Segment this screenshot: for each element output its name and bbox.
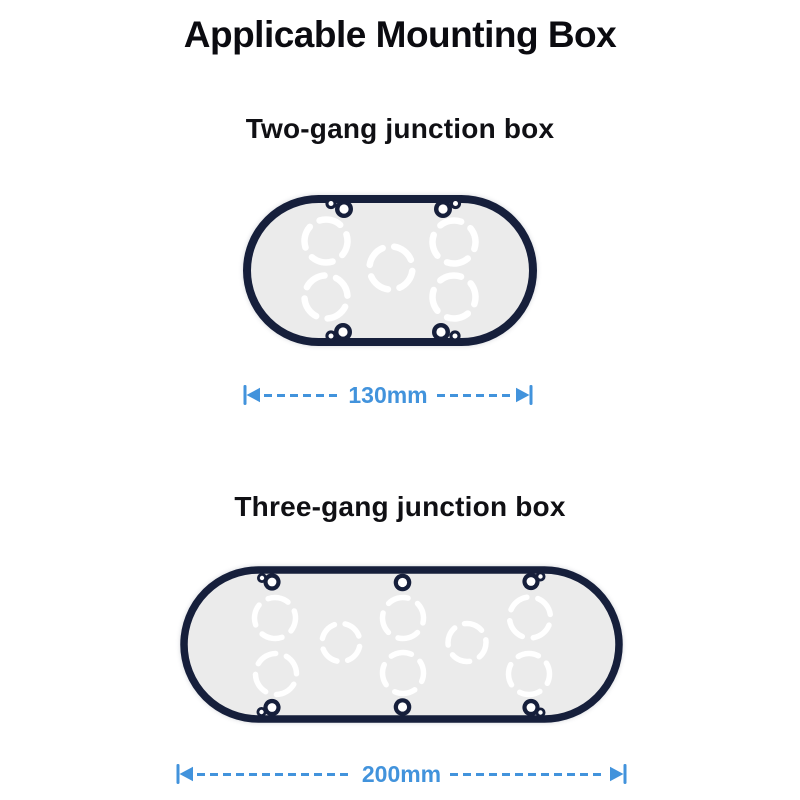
two-gang-dimension-line: 130mm — [243, 382, 533, 408]
junction-box-outline — [180, 566, 623, 723]
dimension-label: 200mm — [361, 760, 442, 787]
dimension-dashes — [450, 772, 606, 776]
dimension-arrow-left-icon — [243, 385, 260, 405]
dimension-arrow-left-icon — [176, 764, 193, 784]
two-gang-heading: Two-gang junction box — [245, 113, 555, 144]
three-gang-dimension-line: 200mm — [176, 761, 627, 787]
screw-hole-icon — [432, 323, 461, 342]
dimension-label: 130mm — [348, 381, 428, 408]
screw-hole-icon — [434, 197, 462, 218]
screw-holes — [256, 571, 546, 718]
dimension-dashes — [197, 772, 353, 776]
page-title: Applicable Mounting Box — [183, 14, 617, 55]
three-gang-box-diagram — [180, 566, 623, 723]
screw-holes — [325, 197, 462, 342]
screw-hole-icon — [257, 573, 281, 591]
screw-hole-icon — [522, 571, 546, 591]
dimension-dashes — [436, 393, 512, 397]
dimension-arrow-right-icon — [516, 385, 533, 405]
dimension-arrow-right-icon — [610, 764, 627, 784]
screw-hole-icon — [325, 197, 353, 218]
three-gang-heading: Three-gang junction box — [234, 491, 566, 522]
screw-hole-icon — [522, 698, 546, 718]
dimension-dashes — [264, 393, 340, 397]
screw-hole-icon — [393, 698, 412, 716]
screw-hole-icon — [256, 698, 281, 717]
knockout-circles — [251, 594, 554, 698]
junction-box-outline — [243, 195, 537, 346]
screw-hole-icon — [393, 573, 412, 592]
two-gang-box-diagram — [243, 195, 537, 346]
screw-hole-icon — [325, 323, 352, 342]
knockout-circles — [301, 216, 479, 322]
